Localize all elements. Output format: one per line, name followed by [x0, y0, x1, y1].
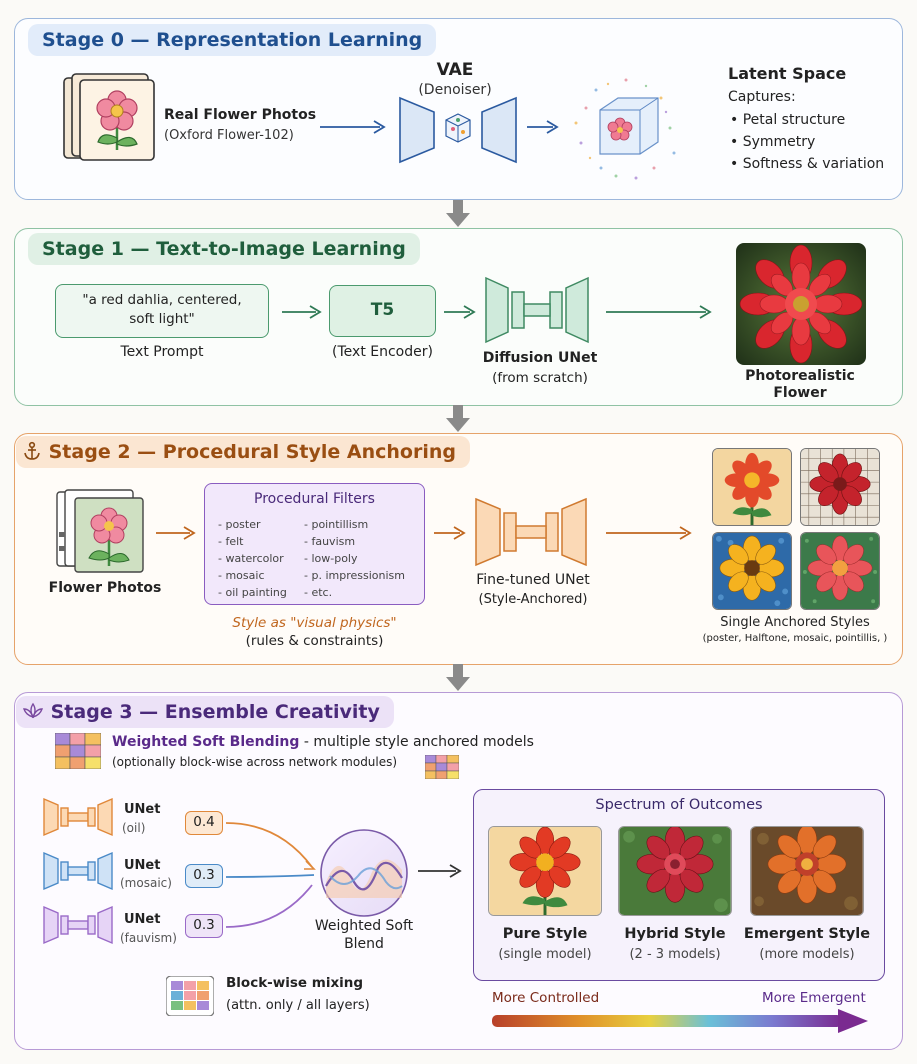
latent-item: • Softness & variation	[730, 156, 885, 172]
down-arrow-icon	[446, 200, 470, 227]
procedural-filters-title: Procedural Filters	[254, 491, 375, 507]
photo-stack-icon	[63, 73, 155, 161]
pure-style-image	[488, 826, 602, 916]
vae-icon	[399, 96, 517, 164]
photorealistic-flower-label: Photorealistic Flower	[745, 368, 855, 401]
down-arrow-icon	[446, 664, 470, 691]
emergent-style-sub: (more models)	[759, 947, 855, 962]
latent-item: • Petal structure	[730, 112, 846, 128]
style-caption: Style as "visual physics"	[232, 615, 397, 631]
pointillism-style-tile	[800, 532, 880, 610]
weight-fauvism-badge: 0.3	[185, 914, 223, 938]
pure-style-label: Pure Style	[502, 926, 588, 942]
unet-mosaic-icon	[43, 851, 113, 891]
unet-fauvism-icon	[43, 905, 113, 945]
diffusion-unet-label: Diffusion UNet	[482, 350, 598, 366]
arrow-icon	[527, 120, 559, 134]
blockwise-sub: (attn. only / all layers)	[226, 998, 370, 1013]
arrow-icon	[156, 526, 196, 540]
scale-left-label: More Controlled	[492, 990, 600, 1006]
mosaic-style-tile	[800, 448, 880, 526]
unet-fauvism-sub: (fauvism)	[120, 931, 177, 945]
vae-label: VAE	[436, 60, 474, 80]
filters-right-list: - pointillism - fauvism - low-poly - p. …	[304, 518, 405, 599]
soft-blend-label: Weighted Soft Blend	[314, 918, 414, 952]
procedural-filters-box	[204, 483, 425, 605]
hybrid-style-image	[618, 826, 732, 916]
halftone-style-tile	[712, 532, 792, 610]
finetuned-unet-sub: (Style-Anchored)	[478, 592, 588, 607]
lotus-icon	[23, 702, 43, 719]
stage2-photos-label: Flower Photos	[48, 580, 162, 596]
stage2-title: Stage 2 — Procedural Style Anchoring	[16, 436, 470, 468]
styles-sub: (poster, Halftone, mosaic, pointillis, )	[702, 633, 888, 644]
styles-title: Single Anchored Styles	[720, 615, 870, 630]
grid-icon	[425, 755, 459, 779]
pure-style-sub: (single model)	[498, 947, 592, 962]
blend-heading: Weighted Soft Blending - multiple style …	[112, 734, 534, 750]
stage0-title: Stage 0 — Representation Learning	[28, 24, 437, 56]
unet-icon	[475, 497, 587, 567]
unet-icon	[485, 276, 589, 344]
poster-style-tile	[712, 448, 792, 526]
arrow-icon	[282, 305, 322, 319]
stage0-photos-sub: (Oxford Flower-102)	[164, 128, 294, 143]
style-caption-sub: (rules & constraints)	[245, 633, 384, 649]
scale-right-label: More Emergent	[762, 990, 866, 1006]
arrow-icon	[606, 526, 692, 540]
filters-left-list: - poster - felt - watercolor - mosaic - …	[218, 518, 287, 599]
spectrum-title: Spectrum of Outcomes	[595, 797, 763, 813]
grid-icon	[166, 976, 214, 1016]
diffusion-unet-sub: (from scratch)	[492, 370, 588, 386]
finetuned-unet-label: Fine-tuned UNet	[476, 572, 590, 588]
emergent-style-label: Emergent Style	[743, 926, 871, 942]
latent-captures: Captures:	[728, 89, 796, 105]
stage1-title: Stage 1 — Text-to-Image Learning	[28, 233, 420, 265]
weight-mosaic-badge: 0.3	[185, 864, 223, 888]
photo-stack-icon	[56, 489, 144, 573]
stage0-photos-label: Real Flower Photos	[164, 107, 317, 123]
unet-mosaic-sub: (mosaic)	[120, 876, 172, 890]
blend-note: (optionally block-wise across network mo…	[112, 755, 398, 769]
t5-sub: (Text Encoder)	[332, 344, 433, 360]
latent-cube-icon	[574, 78, 676, 180]
vae-sub: (Denoiser)	[418, 82, 492, 98]
grid-icon	[55, 733, 101, 769]
weight-oil-badge: 0.4	[185, 811, 223, 835]
prompt-text: "a red dahlia, centered, soft light"	[82, 292, 242, 327]
prompt-label: Text Prompt	[120, 344, 204, 360]
emergent-style-image	[750, 826, 864, 916]
latent-title: Latent Space	[728, 64, 847, 83]
blend-connectors	[225, 822, 316, 928]
anchor-icon	[24, 441, 40, 460]
arrow-icon	[320, 120, 386, 134]
arrow-icon	[444, 305, 476, 319]
soft-blend-node	[320, 829, 408, 917]
stage3-title: Stage 3 — Ensemble Creativity	[16, 696, 394, 728]
down-arrow-icon	[446, 405, 470, 432]
arrow-icon	[606, 305, 712, 319]
blockwise-title: Block-wise mixing	[226, 975, 364, 991]
unet-oil-label: UNet	[124, 802, 161, 817]
hybrid-style-sub: (2 - 3 models)	[629, 947, 721, 962]
photorealistic-flower-image	[736, 243, 866, 365]
hybrid-style-label: Hybrid Style	[624, 926, 726, 942]
prompt-box: "a red dahlia, centered, soft light"	[55, 284, 269, 338]
unet-oil-icon	[43, 797, 113, 837]
unet-mosaic-label: UNet	[124, 858, 161, 873]
t5-box: T5	[329, 285, 436, 337]
latent-item: • Symmetry	[730, 134, 816, 150]
spectrum-scale-arrow	[492, 1009, 868, 1033]
arrow-icon	[434, 526, 466, 540]
unet-fauvism-label: UNet	[124, 912, 161, 927]
unet-oil-sub: (oil)	[122, 821, 146, 835]
arrow-icon	[418, 864, 462, 878]
